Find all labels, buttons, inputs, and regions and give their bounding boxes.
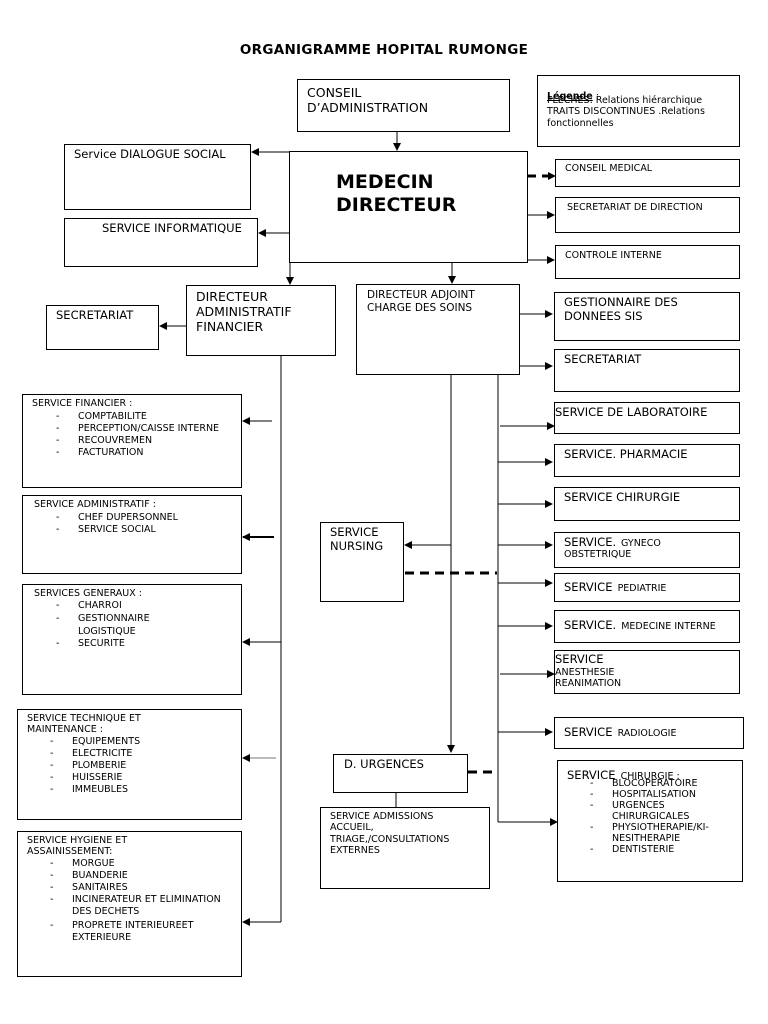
list-item: EQUIPEMENTS [48,736,140,748]
secretariat-direction-box: SECRETARIAT DE DIRECTION [555,197,740,233]
legend-box: Légende : FLECHES: Relations hiérarchiqu… [537,75,740,147]
service-technique-box: SERVICE TECHNIQUE ET MAINTENANCE : EQUIP… [17,709,242,820]
service-financier-box: SERVICE FINANCIER : COMPTABILITE PERCEPT… [22,394,242,488]
service-technique-title: SERVICE TECHNIQUE ET MAINTENANCE : [27,713,141,736]
service-administratif-list: CHEF DUPERSONNEL SERVICE SOCIAL [54,512,178,536]
service-hygiene-title: SERVICE HYGIENE ET ASSAINISSEMENT: [27,835,128,858]
dacs-box: DIRECTEUR ADJOINT CHARGE DES SOINS [356,284,520,375]
medecin-directeur-box: MEDECIN DIRECTEUR [289,151,528,263]
conseil-medical-box: CONSEIL MEDICAL [555,159,740,187]
service-admissions-box: SERVICE ADMISSIONS ACCUEIL, TRIAGE,/CONS… [320,807,490,889]
chirurgie-label: SERVICE CHIRURGIE [564,490,681,504]
medecine-interne-box: SERVICE. MEDECINE INTERNE [554,610,740,643]
medecin-directeur-label: MEDECIN DIRECTEUR [336,171,457,216]
pharmacie-box: SERVICE. PHARMACIE [554,444,740,477]
list-item: BLOCOPERATOIRE [588,778,709,790]
anesthesie-box: SERVICE ANESTHESIE REANIMATION [554,650,740,694]
secretariat-direction-label: SECRETARIAT DE DIRECTION [567,202,703,213]
list-item: PROPRETE INTERIEUREET EXTERIEURE [48,920,221,944]
secretariat-left-label: SECRETARIAT [56,308,134,322]
list-item: RECOUVREMEN [54,435,219,447]
list-item: HOSPITALISATION [588,789,709,801]
medecine-interne-label: SERVICE. MEDECINE INTERNE [564,618,716,632]
list-item: URGENCES CHIRURGICALES [588,800,709,823]
chirurgie-detail-list: BLOCOPERATOIRE HOSPITALISATION URGENCES … [588,778,709,856]
list-item: INCINERATEUR ET ELIMINATION DES DECHETS [48,894,221,918]
secretariat-right-label: SECRETARIAT [564,352,642,366]
anesthesie-label-small: ANESTHESIE REANIMATION [555,667,622,690]
conseil-administration-box: CONSEIL D’ADMINISTRATION [297,79,510,132]
controle-interne-box: CONTROLE INTERNE [555,245,740,279]
service-admissions-label: SERVICE ADMISSIONS ACCUEIL, TRIAGE,/CONS… [330,811,450,857]
controle-interne-label: CONTROLE INTERNE [565,250,662,261]
service-hygiene-box: SERVICE HYGIENE ET ASSAINISSEMENT: MORGU… [17,831,242,977]
gyneco-label-big: SERVICE. [564,535,617,549]
gyneco-box: SERVICE. GYNECO OBSTETRIQUE [554,532,740,568]
secretariat-left-box: SECRETARIAT [46,305,159,350]
chirurgie-detail-box: SERVICE CHIRURGIE : BLOCOPERATOIRE HOSPI… [557,760,743,882]
conseil-administration-label: CONSEIL D’ADMINISTRATION [307,85,429,115]
list-item: SERVICE SOCIAL [54,524,178,536]
pharmacie-label: SERVICE. PHARMACIE [564,447,688,461]
daf-box: DIRECTEUR ADMINISTRATIF FINANCIER [186,285,336,356]
list-item: DENTISTERIE [588,844,709,856]
d-urgences-box: D. URGENCES [333,754,468,793]
service-nursing-box: SERVICE NURSING [320,522,404,602]
service-informatique-box: SERVICE INFORMATIQUE [64,218,258,267]
service-informatique-label: SERVICE INFORMATIQUE [102,221,242,235]
legend-text: FLECHES: Relations hiérarchique TRAITS D… [547,95,705,129]
anesthesie-label-big: SERVICE [555,652,604,666]
laboratoire-label: SERVICE DE LABORATOIRE [555,405,708,419]
conseil-medical-label: CONSEIL MEDICAL [565,163,653,174]
daf-label: DIRECTEUR ADMINISTRATIF FINANCIER [196,289,292,334]
radiologie-label: SERVICE RADIOLOGIE [564,725,677,739]
list-item: PERCEPTION/CAISSE INTERNE [54,423,219,435]
secretariat-right-box: SECRETARIAT [554,349,740,392]
list-item: CHARROI [54,600,150,613]
list-item: IMMEUBLES [48,784,140,796]
list-item: CHEF DUPERSONNEL [54,512,178,524]
services-generaux-title: SERVICES GENERAUX : [34,588,142,599]
d-urgences-label: D. URGENCES [344,757,424,771]
list-item: COMPTABILITE [54,411,219,423]
service-hygiene-list: MORGUE BUANDERIE SANITAIRES INCINERATEUR… [48,858,221,944]
list-item: BUANDERIE [48,870,221,882]
list-item: SECURITE [54,638,150,651]
chart-title: ORGANIGRAMME HOPITAL RUMONGE [239,42,529,58]
list-item: MORGUE [48,858,221,870]
list-item: FACTURATION [54,447,219,459]
service-nursing-label: SERVICE NURSING [330,525,384,553]
service-administratif-box: SERVICE ADMINISTRATIF : CHEF DUPERSONNEL… [22,495,242,574]
pediatrie-label: SERVICE PEDIATRIE [564,580,667,594]
gestionnaire-sis-label: GESTIONNAIRE DES DONNEES SIS [564,295,678,323]
service-administratif-title: SERVICE ADMINISTRATIF : [34,499,156,510]
pediatrie-box: SERVICE PEDIATRIE [554,573,740,602]
radiologie-box: SERVICE RADIOLOGIE [554,717,744,749]
services-generaux-list: CHARROI GESTIONNAIRE LOGISTIQUE SECURITE [54,600,150,651]
dialogue-social-box: Service DIALOGUE SOCIAL [64,144,251,210]
chirurgie-box: SERVICE CHIRURGIE [554,487,740,521]
service-financier-title: SERVICE FINANCIER : [32,398,133,409]
gestionnaire-sis-box: GESTIONNAIRE DES DONNEES SIS [554,292,740,341]
list-item: PLOMBERIE [48,760,140,772]
services-generaux-box: SERVICES GENERAUX : CHARROI GESTIONNAIRE… [22,584,242,695]
list-item: PHYSIOTHERAPIE/KI- NESITHERAPIE [588,822,709,845]
dacs-label: DIRECTEUR ADJOINT CHARGE DES SOINS [367,289,475,314]
list-item: HUISSERIE [48,772,140,784]
list-item: GESTIONNAIRE LOGISTIQUE [54,613,150,639]
list-item: ELECTRICITE [48,748,140,760]
laboratoire-box: SERVICE DE LABORATOIRE [554,402,740,434]
gyneco-label-small: GYNECO OBSTETRIQUE [564,538,661,561]
service-technique-list: EQUIPEMENTS ELECTRICITE PLOMBERIE HUISSE… [48,736,140,795]
list-item: SANITAIRES [48,882,221,894]
legend-heading: Légende : [547,91,599,103]
dialogue-social-label: Service DIALOGUE SOCIAL [74,147,226,161]
service-financier-list: COMPTABILITE PERCEPTION/CAISSE INTERNE R… [54,411,219,459]
